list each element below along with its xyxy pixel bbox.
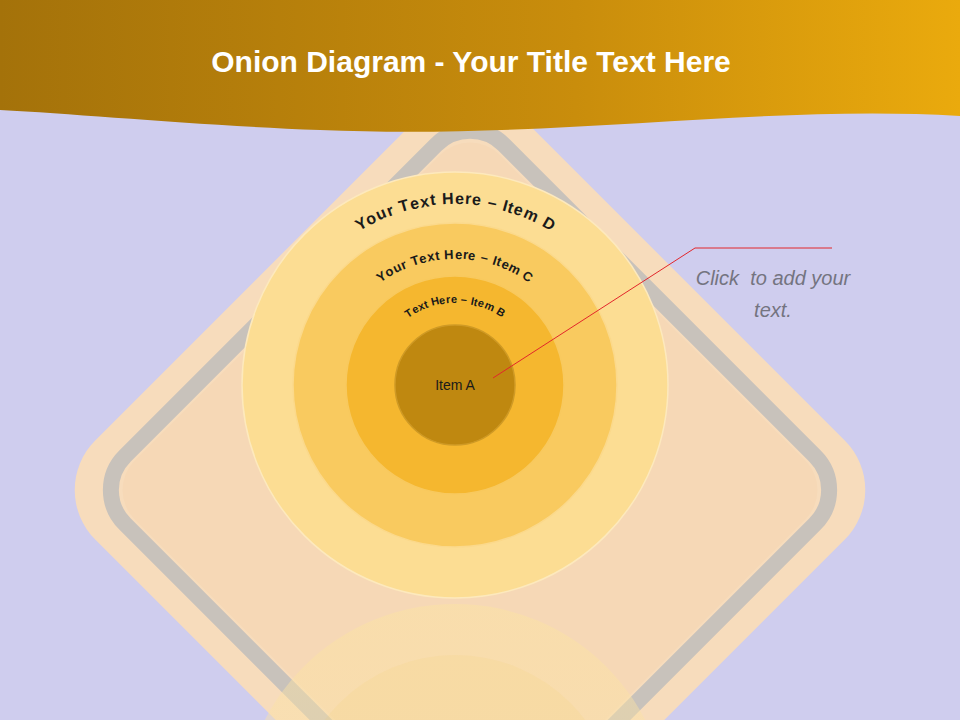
ring-label-glyph: e [439,294,447,307]
onion-ring: Item A Text Here – Item B [345,275,565,495]
title-holder: Onion Diagram - Your Title Text Here [0,45,960,79]
ring-label-glyph: – [479,249,489,265]
onion-ring: Item A Text Here – Item B Your Text Here –… [241,171,669,599]
title-bar [0,0,960,132]
ring-label-glyph: r [462,247,468,262]
ring-circle [346,276,564,494]
onion-ring: Item A Text Here – Item B Your Text Here –… [292,222,618,548]
ring-label: Your Text Here – Item D [351,189,558,234]
ring-label-glyph: e [468,247,477,263]
ring-label-glyph [457,293,461,305]
ring-label-glyph: C [520,267,536,285]
ring-label-glyph: t [434,247,440,262]
ring-label-glyph: e [451,293,457,305]
ring-label: Text Here – Item B [402,292,508,320]
ring-label-glyph: e [471,191,482,210]
ring-label-glyph: e [454,246,462,261]
ring-label-glyph: r [446,293,451,305]
ring-label-glyph: r [464,190,471,208]
ring-label-glyph: – [486,193,498,212]
ring-label-glyph [439,247,444,262]
ring-label-glyph [435,191,441,209]
ring-circle [395,325,515,445]
ring-label-glyph: B [494,305,507,319]
ring-label: Your Text Here – Item C [373,246,536,285]
onion-ring: Item A [394,324,516,446]
ring-circle [293,223,617,547]
ring-label-glyph: – [460,293,467,306]
ring-circle [242,172,668,598]
ring-label-glyph: D [539,213,558,234]
ring-label-glyph: e [454,190,463,208]
slide-title: Onion Diagram - Your Title Text Here [211,45,731,79]
reflection [241,604,669,720]
callout-text: Click to add your text. [693,262,853,326]
ring-label-glyph: H [441,190,453,208]
ring-label-glyph: H [444,246,454,261]
core-label: Item A [394,377,516,393]
label-holder: Click to add your text. [693,262,853,326]
